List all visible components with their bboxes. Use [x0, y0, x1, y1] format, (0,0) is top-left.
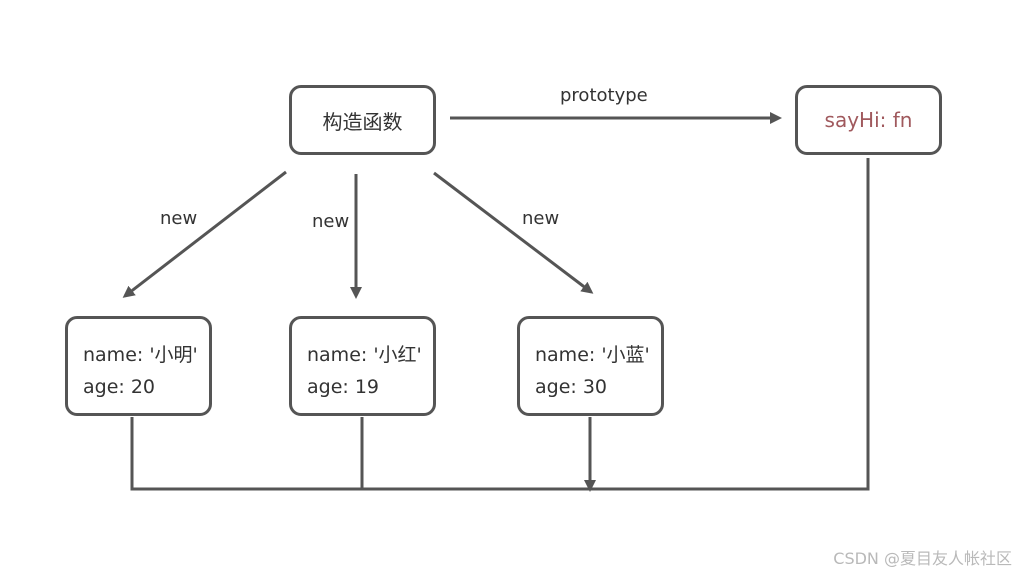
constructor-box: 构造函数	[289, 85, 436, 155]
instance-box-xiaoming: name: '小明' age: 20	[65, 316, 212, 416]
instance-box-xiaohong: name: '小红' age: 19	[289, 316, 436, 416]
instance-name-line: name: '小蓝'	[535, 344, 650, 366]
constructor-label: 构造函数	[322, 109, 403, 134]
prototype-method-label: sayHi: fn	[824, 108, 913, 132]
instance-age-line: age: 30	[535, 376, 608, 398]
instance-age-line: age: 20	[83, 376, 156, 398]
new-arrow-right	[433, 171, 594, 294]
instance-name-line: name: '小红'	[307, 344, 422, 366]
instance-name-line: name: '小明'	[83, 344, 198, 366]
instance-age-line: age: 19	[307, 376, 380, 398]
instance-to-prototype-connector	[130, 158, 870, 489]
watermark-text: CSDN @夏目友人帐社区	[833, 549, 1012, 568]
new-arrow-left	[122, 170, 287, 298]
new-edge-label-middle: new	[312, 211, 350, 232]
new-edge-label-left: new	[160, 208, 198, 229]
prototype-edge-label: prototype	[560, 85, 648, 106]
new-edge-label-right: new	[522, 208, 560, 229]
instance-box-xiaolan: name: '小蓝' age: 30	[517, 316, 664, 416]
prototype-box: sayHi: fn	[795, 85, 942, 155]
